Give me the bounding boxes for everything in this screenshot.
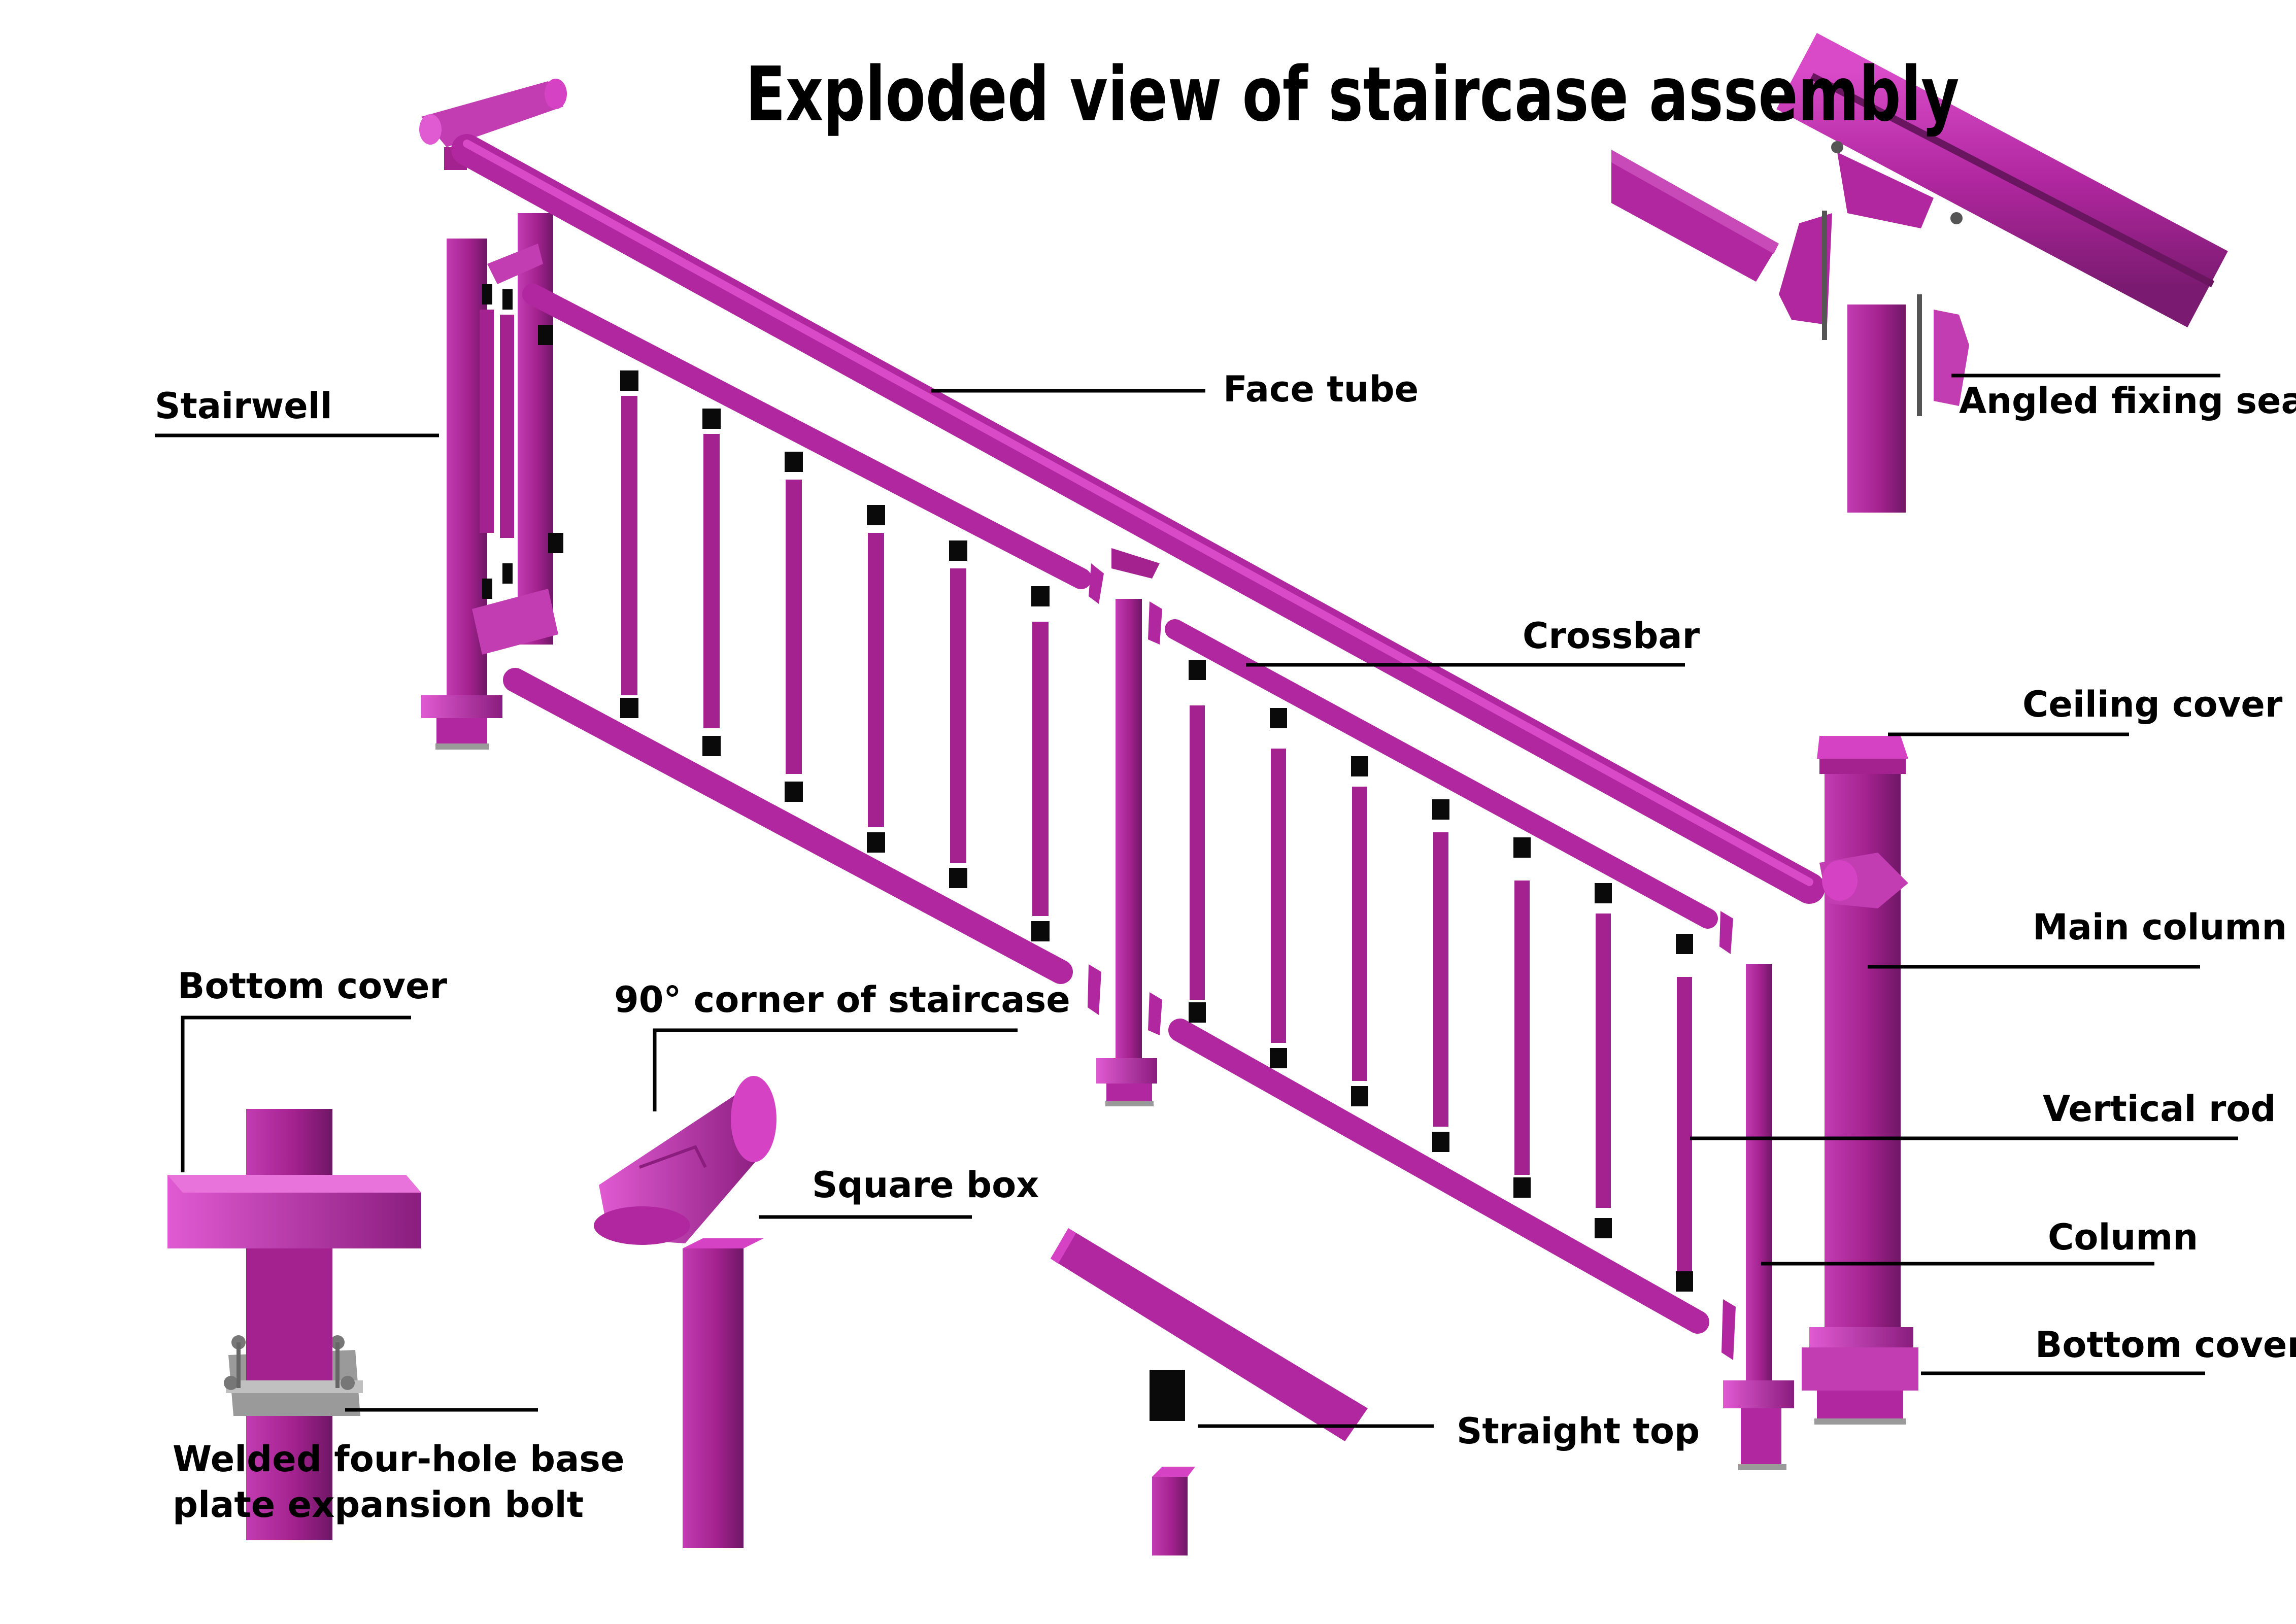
vertical-rod	[1351, 756, 1368, 1106]
diagram-title: Exploded view of staircase assembly	[746, 51, 1960, 138]
vertical-rods-section-2	[1189, 660, 1693, 1292]
label-ceiling-cover: Ceiling cover	[2022, 684, 2283, 725]
label-crossbar: Crossbar	[1523, 615, 1700, 657]
label-square-box: Square box	[812, 1164, 1039, 1206]
crossbar-upper-1	[522, 284, 1092, 589]
vertical-rods-section-1	[620, 370, 1050, 941]
vertical-rod	[1189, 660, 1206, 1023]
vertical-rod	[785, 452, 803, 802]
label-stairwell: Stairwell	[155, 385, 332, 427]
straight-top-detail	[1051, 1228, 1368, 1555]
leader-bottom-cover-left	[181, 1016, 411, 1172]
label-base-plate-line1: Welded four-hole base	[173, 1438, 625, 1480]
vertical-rod	[620, 370, 638, 718]
face-tube	[451, 134, 1825, 904]
leader-lines	[155, 374, 2238, 1428]
label-angled-fixing-seat: Angled fixing seat	[1959, 380, 2296, 422]
square-box-detail	[683, 1238, 764, 1548]
vertical-rod	[1513, 837, 1531, 1198]
label-corner-90: 90° corner of staircase	[614, 979, 1070, 1021]
stairwell-post	[421, 213, 563, 750]
vertical-rod	[702, 409, 721, 756]
vertical-rod	[1595, 883, 1612, 1238]
vertical-rod	[1031, 586, 1050, 941]
crossbar-lower-2	[1168, 1019, 1709, 1334]
label-bottom-cover-right: Bottom cover	[2035, 1324, 2296, 1366]
corner-90-detail	[594, 1076, 776, 1245]
crossbar-lower-1	[503, 668, 1073, 984]
angled-fixing-seat-detail	[1611, 32, 2228, 513]
leader-corner-90	[653, 1028, 1018, 1111]
vertical-rod	[1270, 708, 1287, 1068]
label-base-plate-line2: plate expansion bolt	[173, 1484, 584, 1526]
crossbar-upper-2	[1165, 619, 1718, 929]
right-column	[1719, 911, 1794, 1470]
main-column	[1802, 736, 1918, 1425]
label-vertical-rod: Vertical rod	[2043, 1088, 2276, 1130]
vertical-rod	[867, 505, 885, 853]
base-plate-detail	[167, 1109, 421, 1540]
label-face-tube: Face tube	[1223, 368, 1419, 410]
vertical-rod	[1432, 799, 1449, 1152]
vertical-rod	[1676, 934, 1693, 1292]
label-main-column: Main column	[2033, 906, 2287, 948]
middle-column	[1088, 548, 1162, 1106]
label-column: Column	[2048, 1216, 2199, 1258]
label-bottom-cover-left: Bottom cover	[178, 965, 447, 1007]
label-straight-top: Straight top	[1457, 1410, 1700, 1452]
vertical-rod	[949, 540, 967, 888]
